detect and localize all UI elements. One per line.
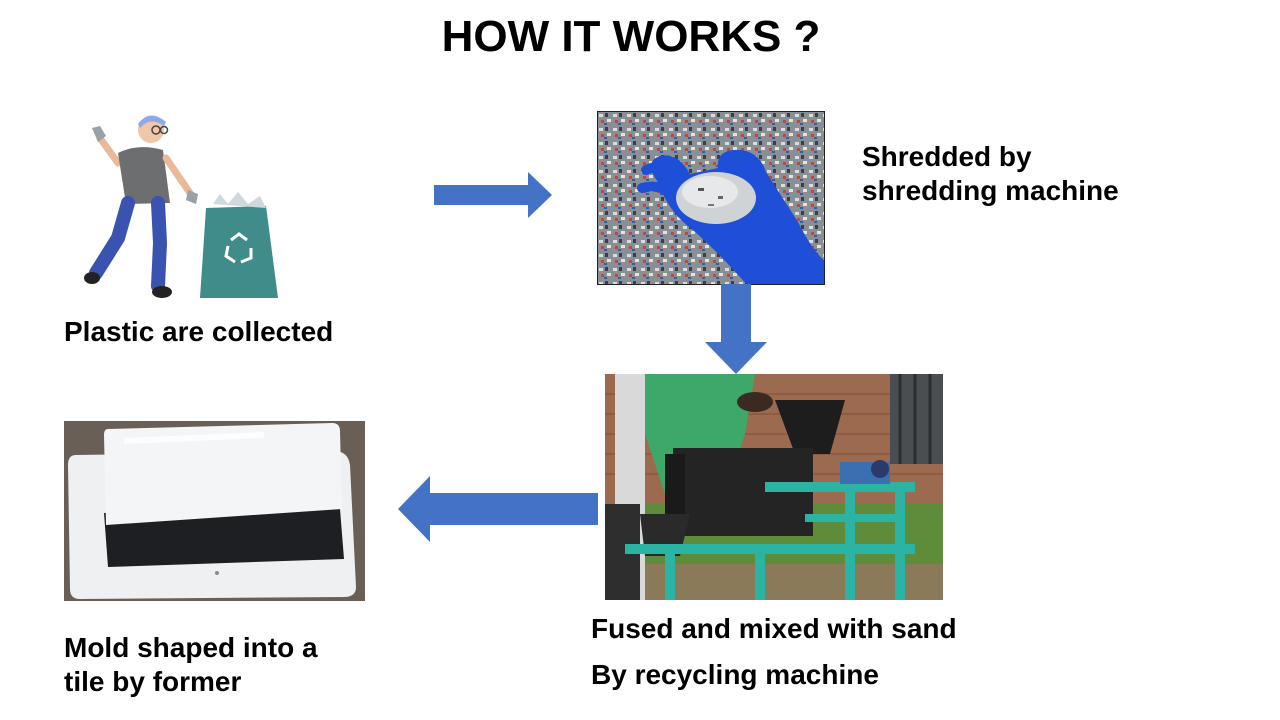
page-title: HOW IT WORKS ? [441,12,821,61]
recycling-machine-photo [605,374,943,600]
shred-caption: Shredded by shredding machine [862,140,1119,208]
collect-caption: Plastic are collected [64,316,334,347]
person-collecting-plastic-illustration [78,108,288,303]
shred-caption-line1: Shredded by [862,141,1032,172]
fuse-caption-line1: Fused and mixed with sand [591,613,957,644]
shred-caption-line2: shredding machine [862,175,1119,206]
arrow-right-to-shred [434,172,554,218]
mold-caption-line1: Mold shaped into a [64,632,318,663]
arrow-left-to-mold [398,476,598,542]
shredded-plastic-photo [597,111,825,285]
mold-caption-line2: tile by former [64,666,242,697]
fuse-caption-line2: By recycling machine [591,659,879,690]
mold-caption: Mold shaped into a tile by former [64,631,318,699]
arrow-down-to-fuse [703,284,769,376]
recycle-icon [224,232,253,264]
molded-tile-photo [64,421,365,601]
fuse-caption: Fused and mixed with sand By recycling m… [591,612,957,692]
